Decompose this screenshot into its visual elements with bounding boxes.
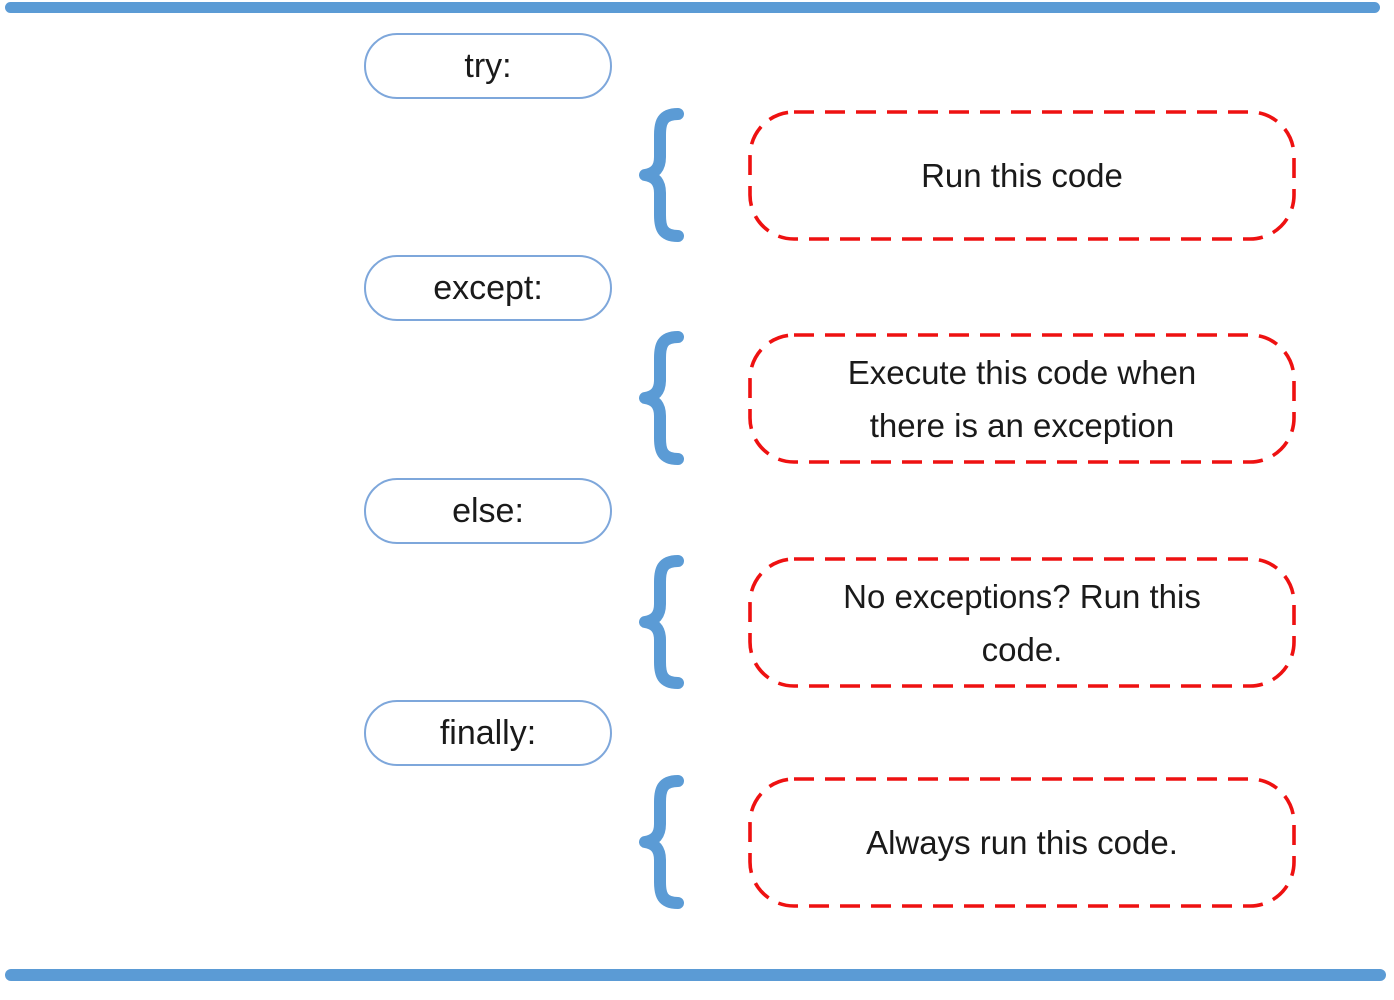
top-divider-bar [5, 2, 1380, 13]
description-line: Execute this code when [847, 353, 1197, 391]
description-text: Always run this code. [748, 777, 1296, 908]
keyword-label: try: [464, 47, 512, 85]
description-box-try: Run this code [748, 110, 1296, 241]
bottom-divider-bar [5, 969, 1386, 981]
keyword-label: else: [452, 492, 524, 530]
keyword-box-try: try: [364, 33, 612, 99]
dashed-border [748, 557, 1296, 688]
left-brace-icon [639, 555, 684, 689]
dashed-border [748, 333, 1296, 464]
description-line: No exceptions? Run this [843, 577, 1201, 615]
description-text: Run this code [748, 110, 1296, 241]
keyword-label: except: [433, 269, 543, 307]
left-brace-icon [639, 775, 684, 909]
dashed-border [748, 777, 1296, 908]
description-text: Execute this code when there is an excep… [748, 333, 1296, 464]
left-brace-icon [639, 331, 684, 465]
dashed-border [748, 110, 1296, 241]
keyword-box-else: else: [364, 478, 612, 544]
description-box-except: Execute this code when there is an excep… [748, 333, 1296, 464]
description-box-else: No exceptions? Run this code. [748, 557, 1296, 688]
keyword-box-except: except: [364, 255, 612, 321]
keyword-box-finally: finally: [364, 700, 612, 766]
description-text: No exceptions? Run this code. [748, 557, 1296, 688]
description-line: code. [981, 630, 1063, 668]
left-brace-icon [639, 108, 684, 242]
description-line: Always run this code. [866, 824, 1178, 861]
description-line: there is an exception [869, 406, 1175, 444]
keyword-label: finally: [439, 714, 537, 752]
description-line: Run this code [921, 157, 1123, 194]
description-box-finally: Always run this code. [748, 777, 1296, 908]
